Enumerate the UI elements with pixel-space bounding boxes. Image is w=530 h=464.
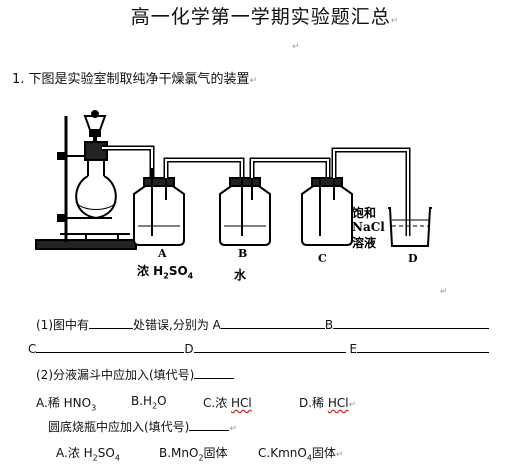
blank-d[interactable] [193,340,346,353]
option-c: C.浓 HCl [203,396,252,410]
bottle-a [133,157,245,246]
blank-c[interactable] [36,340,185,353]
label-a: A [158,247,167,260]
separatory-funnel [83,115,107,143]
stand-base [35,239,137,250]
label-b: B [238,247,248,260]
option-b-a: A.浓 H2SO4 [56,446,120,463]
label-d-line2: NaCl [352,220,385,234]
blank-count[interactable] [89,316,133,329]
blank-b[interactable] [333,316,490,329]
option-a: A.稀 HNO3 [36,396,97,413]
label-c: C [318,252,327,265]
blank-flask[interactable] [189,418,230,431]
label-d-line3: 溶液 [352,236,377,250]
paragraph-mark: ↵ [390,16,400,26]
blank-a[interactable] [220,316,325,329]
blank-e[interactable] [357,340,490,353]
question-1-prompt: 1. 下图是实验室制取纯净干燥氯气的装置↵ [12,68,257,87]
flask-stopper [84,141,108,161]
label-d-line1: 饱和 [352,206,377,220]
page-title: 高一化学第一学期实验题汇总↵ [0,2,530,29]
paragraph-mark: ↵ [440,287,448,297]
part2-prompt: (2)分液漏斗中应加入(填代号) [36,366,235,383]
label-b-content: 水 [234,268,247,282]
blank-funnel[interactable] [194,366,235,379]
stopcock [89,131,101,137]
option-b-c: C.KmnO4固体↵ [258,446,344,463]
title-text: 高一化学第一学期实验题汇总 [130,6,391,28]
part2b-prompt: 圆底烧瓶中应加入(填代号)↵ [48,418,237,434]
option-b-b: B.MnO2固体 [159,446,228,463]
round-bottom-flask [75,175,117,220]
option-d: D.稀 HCl↵ [299,396,357,410]
clamp-knob [57,152,65,160]
question-text: 下图是实验室制取纯净干燥氯气的装置 [28,72,250,87]
bottle-b [219,157,331,246]
bottle-c [301,147,411,246]
label-a-content: 浓 H2SO4 [137,264,194,281]
question-number: 1. [12,72,25,87]
option-b: B.H2O [131,394,167,411]
paragraph-mark: ↵ [249,76,258,86]
paragraph-mark: ↵ [292,42,300,52]
apparatus-figure [35,110,432,250]
label-d: D [408,252,418,265]
beaker-d [388,207,432,247]
